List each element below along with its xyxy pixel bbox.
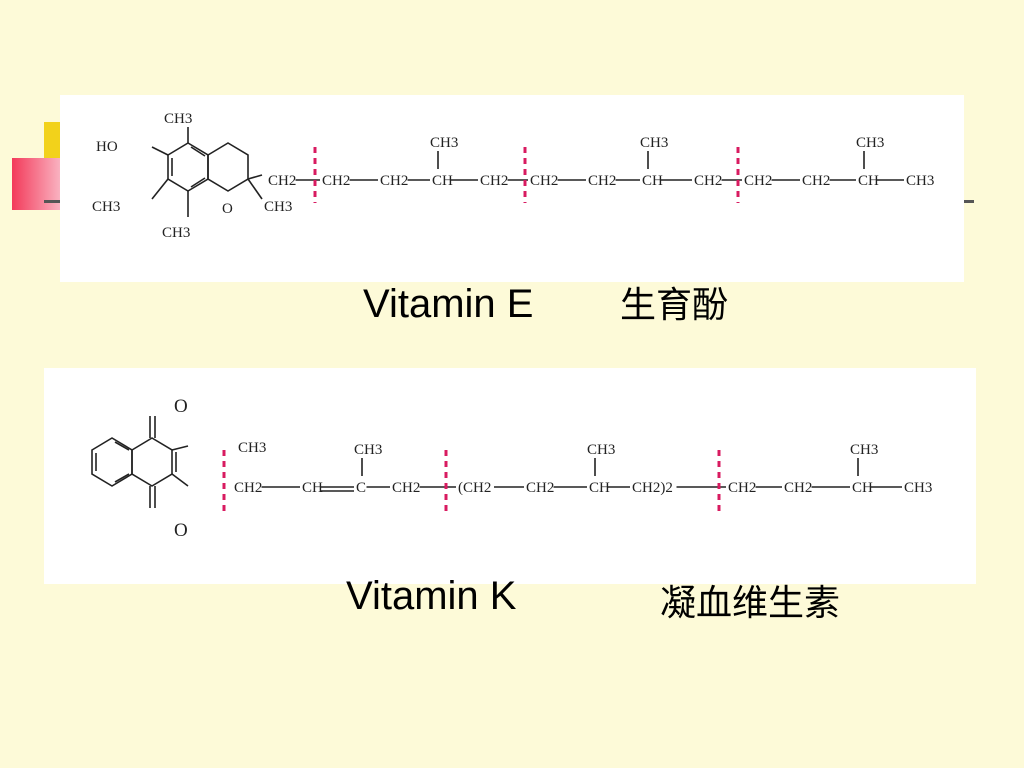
- vitamin-e-ch3-left-label: CH3: [92, 199, 120, 215]
- chain-group-label: CH: [642, 173, 663, 189]
- branch-methyl-label: CH3: [640, 135, 668, 151]
- chain-group-label: CH2: [322, 173, 350, 189]
- branch-methyl-label: CH3: [856, 135, 884, 151]
- chain-group-label: CH2: [588, 173, 616, 189]
- chain-group-label: (CH2: [458, 480, 491, 496]
- chain-group-label: CH2: [234, 480, 262, 496]
- vitamin-e-ch3-quat-label: CH3: [264, 199, 292, 215]
- chain-group-label: CH2: [530, 173, 558, 189]
- branch-methyl-label: CH3: [587, 442, 615, 458]
- chain-group-label: CH: [852, 480, 873, 496]
- vitamin-k-chinese-name: 凝血维生素: [660, 583, 841, 624]
- chain-group-label: CH3: [906, 173, 934, 189]
- branch-methyl-label: CH3: [850, 442, 878, 458]
- vitamin-e-ch3-bottom-label: CH3: [162, 225, 190, 241]
- chain-group-label: CH2: [802, 173, 830, 189]
- chain-group-label: CH2: [744, 173, 772, 189]
- vitamin-e-ring-oxygen-label: O: [222, 201, 233, 217]
- vitamin-e-benzene-ring: [151, 127, 263, 217]
- vitamin-k-oxygen-bottom-label: O: [174, 520, 188, 541]
- chain-group-label: CH2: [392, 480, 420, 496]
- chain-group-label: CH: [858, 173, 879, 189]
- chain-group-label: CH2: [380, 173, 408, 189]
- vitamin-k-caption: Vitamin K: [346, 574, 517, 618]
- chain-group-label: CH2: [526, 480, 554, 496]
- chain-group-label: CH2: [694, 173, 722, 189]
- chain-group-label: C: [356, 480, 366, 496]
- chain-group-label: CH2: [784, 480, 812, 496]
- chain-group-label: CH2: [268, 173, 296, 189]
- vitamin-k-oxygen-top-label: O: [174, 396, 188, 417]
- vitamin-k-naphthoquinone-ring: [91, 416, 189, 508]
- chain-group-label: CH: [432, 173, 453, 189]
- chain-group-label: CH2: [728, 480, 756, 496]
- vitamin-e-ch3-top-label: CH3: [164, 111, 192, 127]
- vitamin-e-ho-label: HO: [96, 139, 118, 155]
- vitamin-k-ch3-label: CH3: [238, 440, 266, 456]
- vitamin-e-chinese-name: 生育酚: [620, 285, 729, 326]
- chain-group-label: CH: [302, 480, 323, 496]
- chain-group-label: CH2)2: [632, 480, 673, 496]
- chain-group-label: CH: [589, 480, 610, 496]
- chain-group-label: CH3: [904, 480, 932, 496]
- chain-group-label: CH2: [480, 173, 508, 189]
- vitamin-e-caption: Vitamin E: [363, 282, 534, 326]
- branch-methyl-label: CH3: [430, 135, 458, 151]
- branch-methyl-label: CH3: [354, 442, 382, 458]
